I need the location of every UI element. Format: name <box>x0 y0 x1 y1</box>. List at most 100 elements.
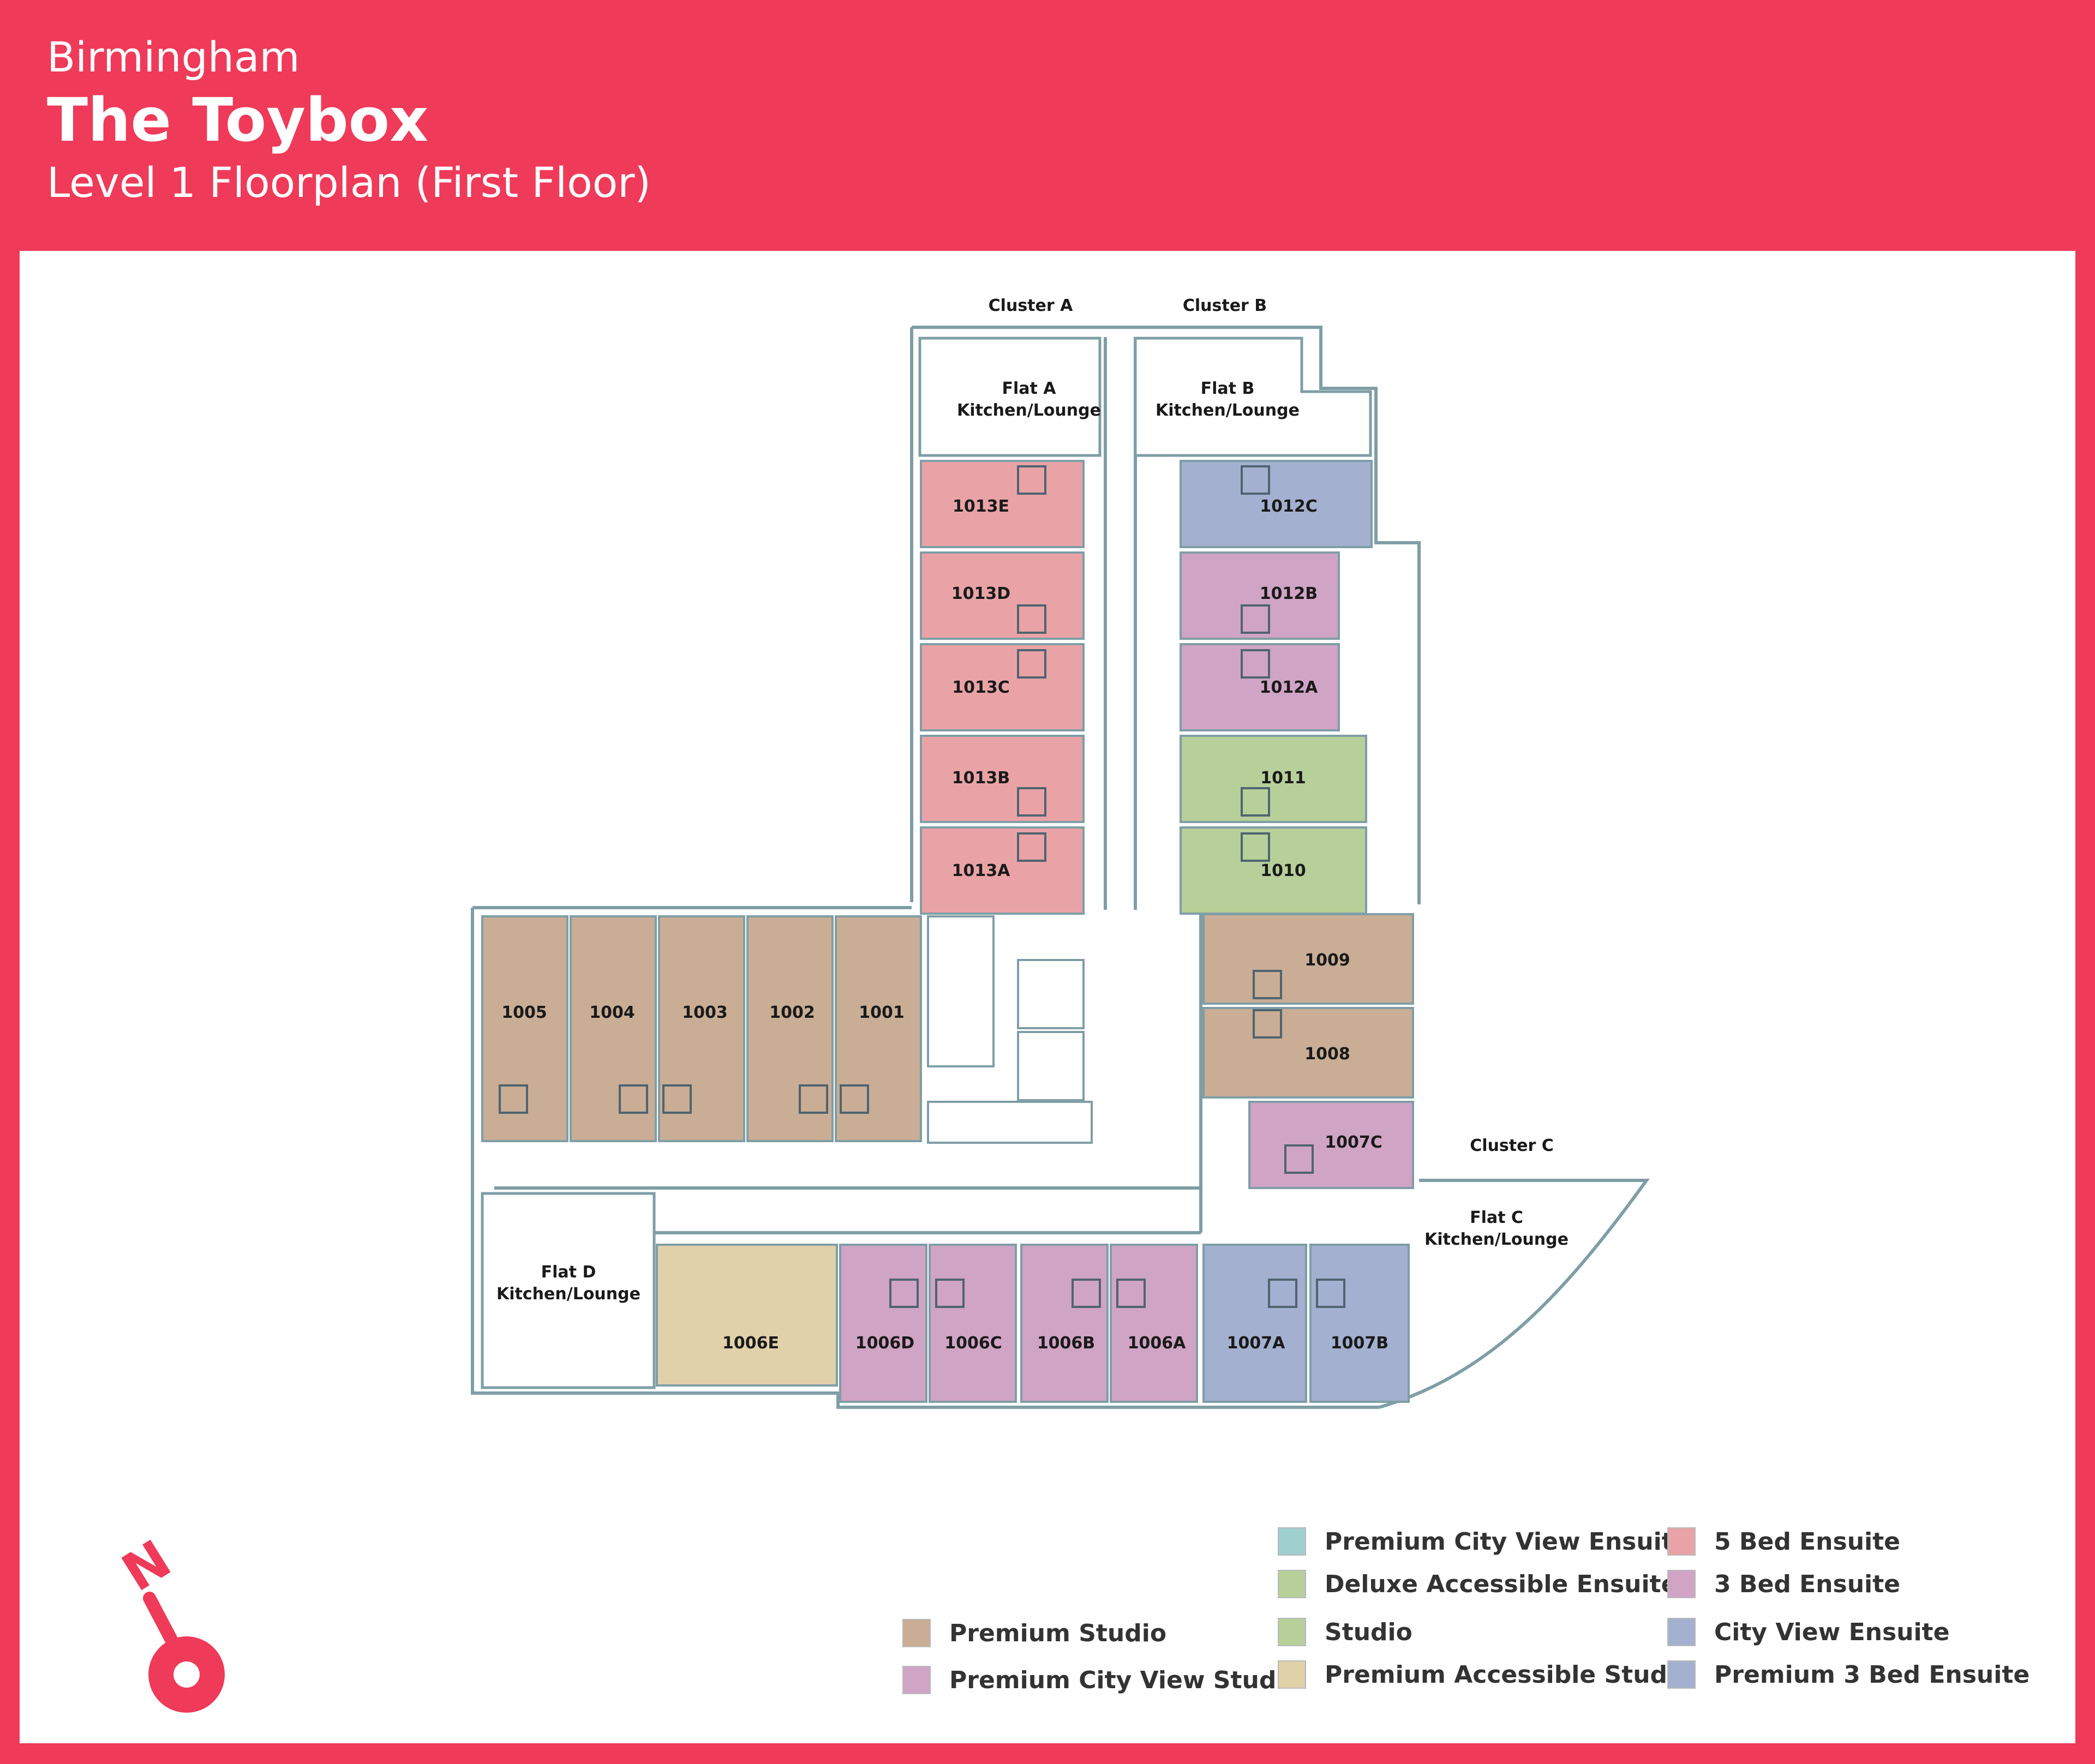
legend-premium-city-view-studio: Premium City View Studio <box>902 1666 1301 1694</box>
header: Birmingham The Toybox Level 1 Floorplan … <box>47 27 651 213</box>
flat-c-label-1: Flat C <box>1470 1208 1523 1227</box>
room-1013c <box>920 643 1085 731</box>
floor-subtitle: Level 1 Floorplan (First Floor) <box>47 158 651 207</box>
bathroom-pods <box>499 465 1345 1308</box>
legend-3-bed-ensuite: 3 Bed Ensuite <box>1667 1570 1900 1598</box>
flat-a-label-1: Flat A <box>1002 379 1056 398</box>
room-1006b-label: 1006B <box>1037 1334 1095 1353</box>
flat-a-label-2: Kitchen/Lounge <box>957 401 1101 420</box>
room-1005 <box>481 915 568 1142</box>
legend-swatch <box>1278 1570 1306 1598</box>
room-1006e <box>656 1244 838 1387</box>
room-1012c-label: 1012C <box>1260 497 1318 516</box>
legend-swatch <box>1278 1527 1306 1556</box>
room-1007c-label: 1007C <box>1325 1133 1382 1152</box>
flat-b-label-1: Flat B <box>1201 379 1255 398</box>
room-1006d <box>839 1244 927 1403</box>
room-1001-label: 1001 <box>859 1003 905 1022</box>
room-1006b <box>1020 1244 1109 1403</box>
room-1013e-label: 1013E <box>953 497 1009 516</box>
flat-b-label-2: Kitchen/Lounge <box>1156 401 1300 420</box>
room-1006c-label: 1006C <box>944 1334 1002 1353</box>
kitchen-areas <box>481 337 1372 1389</box>
legend-deluxe-accessible-ensuite: Deluxe Accessible Ensuite <box>1278 1570 1677 1598</box>
room-1007c <box>1248 1101 1414 1189</box>
room-1012a-label: 1012A <box>1260 678 1318 697</box>
service-room <box>927 1101 1093 1144</box>
flat-d-label-2: Kitchen/Lounge <box>496 1285 641 1304</box>
room-1013d-label: 1013D <box>951 584 1010 603</box>
flat-b-kitchen <box>1134 337 1372 457</box>
legend-swatch <box>1667 1660 1696 1689</box>
city-name: Birmingham <box>47 33 300 81</box>
room-1007b-label: 1007B <box>1331 1334 1388 1353</box>
building-title: The Toybox <box>47 85 429 155</box>
legend-swatch <box>1667 1618 1696 1646</box>
room-1007a-label: 1007A <box>1227 1334 1285 1353</box>
room-1010-label: 1010 <box>1260 861 1306 880</box>
room-1012c <box>1180 460 1373 548</box>
legend-swatch <box>902 1619 931 1647</box>
room-1003 <box>658 915 745 1142</box>
room-1008 <box>1202 1007 1414 1099</box>
flat-a-kitchen <box>918 337 1102 457</box>
legend-5-bed-ensuite: 5 Bed Ensuite <box>1667 1527 1900 1556</box>
legend-swatch <box>1667 1527 1696 1556</box>
room-1006c <box>929 1244 1017 1403</box>
legend-swatch <box>1278 1618 1306 1646</box>
legend-premium-accessible-studio: Premium Accessible Studio <box>1278 1660 1692 1689</box>
room-1012b <box>1180 551 1340 640</box>
room-1012a <box>1180 643 1340 731</box>
room-1013b-label: 1013B <box>952 769 1010 788</box>
room-1002 <box>746 915 834 1142</box>
room-1006e-label: 1006E <box>722 1334 779 1353</box>
legend-city-view-ensuite: City View Ensuite <box>1667 1618 1949 1646</box>
lift-2 <box>1017 1031 1085 1101</box>
flat-d-kitchen <box>481 1192 656 1389</box>
west-studios <box>481 915 922 1142</box>
room-1006a <box>1110 1244 1198 1403</box>
room-1006a-label: 1006A <box>1128 1334 1186 1353</box>
room-1006d-label: 1006D <box>855 1334 914 1353</box>
room-1007a <box>1202 1244 1307 1403</box>
room-1007b <box>1309 1244 1410 1403</box>
south-rooms <box>656 1244 1410 1403</box>
cluster-c-label: Cluster C <box>1470 1136 1553 1155</box>
room-1004 <box>570 915 657 1142</box>
legend-swatch <box>1667 1570 1696 1598</box>
room-1011 <box>1180 735 1367 823</box>
stairs <box>927 915 995 1067</box>
cluster-b-label: Cluster B <box>1183 296 1267 315</box>
room-1011-label: 1011 <box>1260 769 1306 788</box>
room-1013a-label: 1013A <box>952 861 1010 880</box>
plan-labels: Cluster A Cluster B Cluster C Flat A Kit… <box>496 296 1569 1353</box>
room-1005-label: 1005 <box>501 1003 547 1022</box>
room-1009-label: 1009 <box>1304 951 1350 970</box>
flat-d-label-1: Flat D <box>541 1263 596 1282</box>
room-1013a <box>920 826 1085 915</box>
room-1013b <box>920 735 1085 823</box>
cluster-b-rooms <box>1180 460 1414 1189</box>
legend-premium-studio: Premium Studio <box>902 1619 1166 1647</box>
legend-premium-3-bed-ensuite: Premium 3 Bed Ensuite <box>1667 1660 2030 1689</box>
flat-c-label-2: Kitchen/Lounge <box>1424 1230 1569 1249</box>
room-1009 <box>1202 913 1414 1005</box>
room-1008-label: 1008 <box>1304 1045 1350 1064</box>
room-1013d <box>920 551 1085 640</box>
stair-lift-core <box>927 915 1093 1144</box>
room-1003-label: 1003 <box>682 1003 728 1022</box>
legend-premium-city-view-ensuite: Premium City View Ensuite <box>1278 1527 1690 1556</box>
room-1012b-label: 1012B <box>1260 584 1318 603</box>
lift-1 <box>1017 959 1085 1029</box>
room-1004-label: 1004 <box>589 1003 635 1022</box>
room-1002-label: 1002 <box>769 1003 815 1022</box>
legend-swatch <box>902 1666 931 1694</box>
room-1013e <box>920 460 1085 548</box>
legend-swatch <box>1278 1660 1306 1689</box>
room-1001 <box>835 915 922 1142</box>
cluster-a-rooms <box>920 460 1085 915</box>
floorplan-drawing: Cluster A Cluster B Cluster C Flat A Kit… <box>471 296 1650 1409</box>
floorplan-panel: Cluster A Cluster B Cluster C Flat A Kit… <box>20 251 2075 1743</box>
legend-studio: Studio <box>1278 1618 1412 1646</box>
cluster-a-label: Cluster A <box>989 296 1073 315</box>
